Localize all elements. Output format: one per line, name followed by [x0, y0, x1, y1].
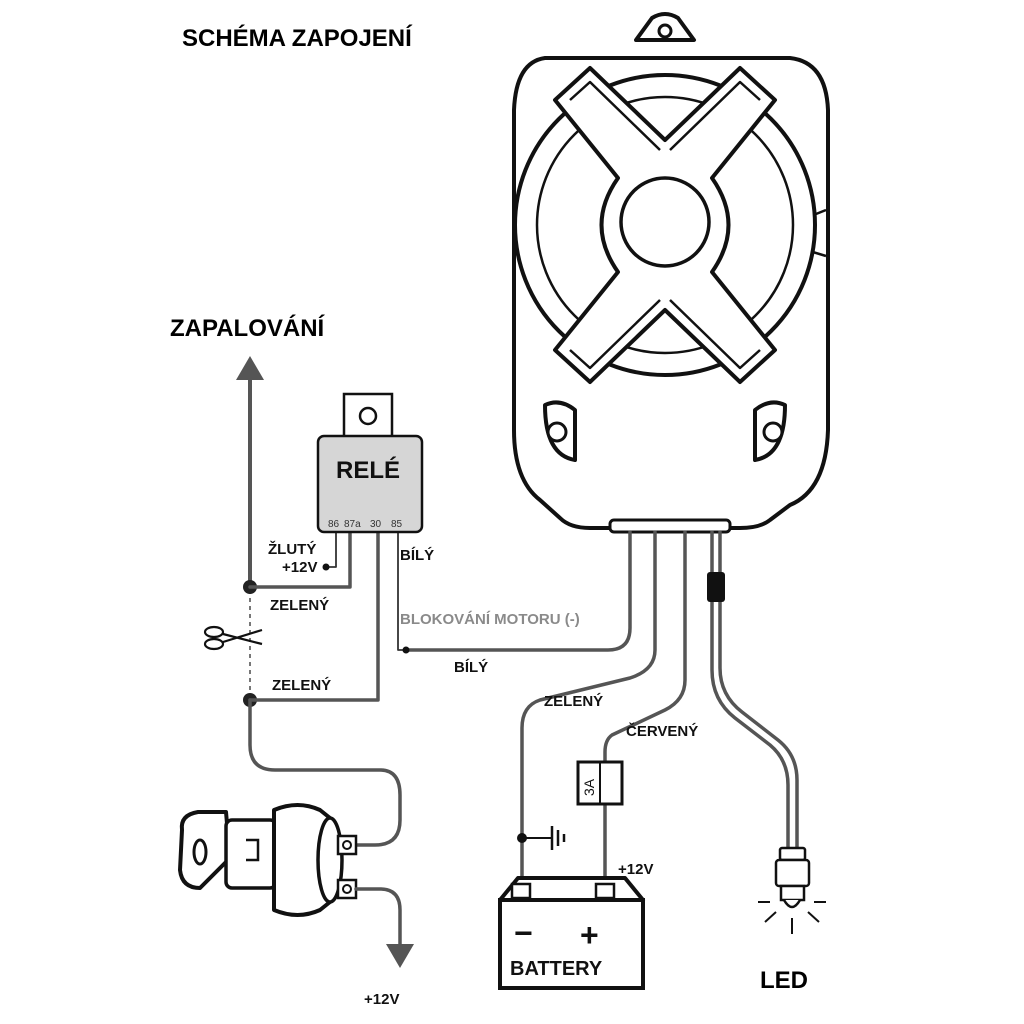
led-icon — [758, 846, 826, 934]
arrow-down-icon — [386, 944, 414, 968]
ignition-label: ZAPALOVÁNÍ — [170, 314, 326, 342]
ground-icon — [517, 826, 566, 850]
wire-green-siren — [520, 530, 657, 882]
relay-pin-85: 85 — [391, 519, 403, 530]
battery-icon: − + BATTERY — [498, 876, 645, 990]
label-green-top: ZELENÝ — [270, 596, 329, 614]
relay-pin-86: 86 — [328, 519, 340, 530]
arrow-up-icon — [236, 356, 264, 585]
diagram-title: SCHÉMA ZAPOJENÍ — [182, 24, 413, 52]
ignition-switch-icon — [178, 803, 358, 917]
wire-led-a — [710, 530, 790, 852]
label-white-bottom: BÍLÝ — [454, 658, 488, 676]
wire-white-siren — [404, 530, 632, 652]
relay-icon: RELÉ 86 87a 30 85 — [316, 392, 424, 534]
wire-led-b — [718, 530, 799, 852]
led-label: LED — [760, 967, 808, 994]
fuse-icon: 3A — [576, 760, 624, 806]
wire-to-ignition — [248, 698, 402, 847]
battery-plus: + — [580, 917, 599, 953]
label-green-lower: ZELENÝ — [272, 676, 331, 694]
label-red: ČERVENÝ — [626, 722, 698, 740]
fuse-label: 3A — [581, 778, 597, 796]
siren-icon — [512, 12, 830, 534]
relay-pin-87a: 87a — [344, 519, 361, 530]
scissors-icon — [203, 625, 263, 651]
wire-yellow — [327, 529, 337, 568]
relay-label: RELÉ — [336, 456, 400, 484]
wire-red — [603, 530, 687, 764]
wire-ignition-out — [354, 887, 402, 950]
label-plus12-relay: +12V — [282, 559, 317, 576]
label-white-relay: BÍLÝ — [400, 546, 434, 564]
ignition-plus12-label: +12V — [364, 991, 399, 1008]
wire-green-top — [248, 528, 352, 589]
battery-plus12-label: +12V — [618, 861, 653, 878]
label-engine-block: BLOKOVÁNÍ MOTORU (-) — [400, 611, 580, 628]
relay-pin-30: 30 — [370, 519, 382, 530]
label-yellow: ŽLUTÝ — [268, 540, 316, 558]
battery-minus: − — [514, 915, 533, 951]
battery-label: BATTERY — [510, 958, 603, 980]
label-green-siren: ZELENÝ — [544, 692, 603, 710]
led-connector — [707, 572, 725, 602]
wire-green-lower — [248, 528, 380, 702]
